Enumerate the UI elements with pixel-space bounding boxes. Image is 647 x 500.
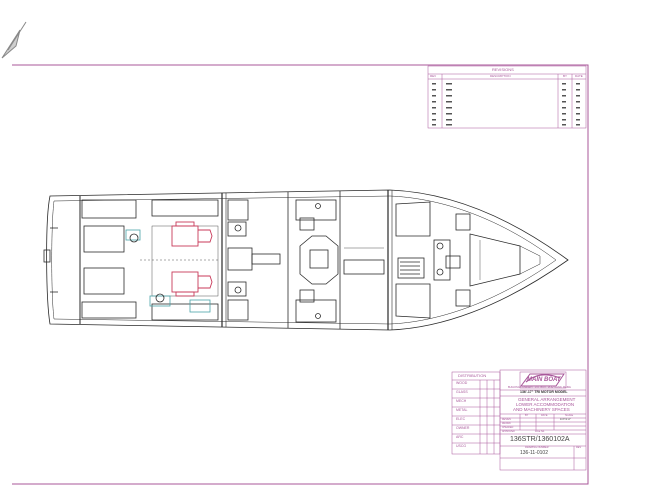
engine-starboard: [171, 221, 213, 247]
distribution-table: [451, 371, 501, 455]
title-field-label: CHECKED: [502, 427, 514, 429]
model-name: 136'-17" TRI MOTOR MODEL: [520, 390, 568, 394]
title-field-label: APPROVED: [502, 431, 515, 433]
circular-hatches: [129, 233, 165, 303]
title-field-label: DRAWN: [502, 423, 511, 425]
drawing-title-line-3: AND MACHINERY SPACES: [513, 407, 570, 412]
company-address: BUILDING COMPANY · P.O. BOX · PORTLAND, …: [508, 386, 571, 389]
distribution-row-label: OWNER: [456, 426, 470, 430]
scale-value: 1/4"=1'-0": [560, 418, 571, 421]
revisions-entries: [432, 83, 580, 126]
rev-label: REV: [576, 446, 582, 449]
revisions-title: REVISIONS: [492, 67, 514, 72]
distribution-row-label: USCG: [456, 444, 467, 448]
file-number-label: FILE No.: [535, 430, 545, 433]
drawing-number: 136-11-0102: [520, 450, 548, 456]
scan-corner-mark: [1, 21, 27, 59]
distribution-row-label: GLASS: [456, 390, 468, 394]
col-by-label: BY: [525, 414, 529, 417]
title-field-label: DESIGN: [502, 419, 511, 421]
distribution-row-label: MECH: [456, 399, 467, 403]
sheet-border: [12, 64, 589, 485]
revisions-col-description: DESCRIPTION: [490, 74, 511, 78]
engine-port: [171, 271, 213, 297]
revisions-table: [427, 65, 587, 129]
col-scale-label: SCALE: [565, 414, 574, 417]
distribution-row-label: METAL: [456, 408, 468, 412]
company-name: MAIN BOAT: [527, 377, 561, 383]
distribution-row-label: WOOD: [456, 381, 468, 385]
distribution-title: DISTRIBUTION: [458, 373, 487, 378]
file-number: 136STR/1360102A: [510, 436, 570, 443]
hull-outline: [46, 189, 569, 331]
distribution-row-label: ELEC: [456, 417, 466, 421]
drawing-number-label: DRAWING NUMBER: [525, 446, 549, 449]
revisions-col-date: DATE: [575, 74, 583, 78]
aux-equipment: [125, 229, 211, 313]
revisions-col-rev: REV: [430, 74, 437, 78]
drawing-title-line-1: GENERAL ARRANGEMENT: [518, 397, 576, 402]
revisions-col-by: BY: [563, 74, 568, 78]
hull-plan: [43, 189, 569, 331]
col-date-label: DATE: [541, 414, 548, 417]
distribution-row-label: ARC: [456, 435, 464, 439]
drawing-title-line-2: LOWER ACCOMMODATION: [516, 402, 575, 407]
company-logo: [520, 373, 565, 387]
